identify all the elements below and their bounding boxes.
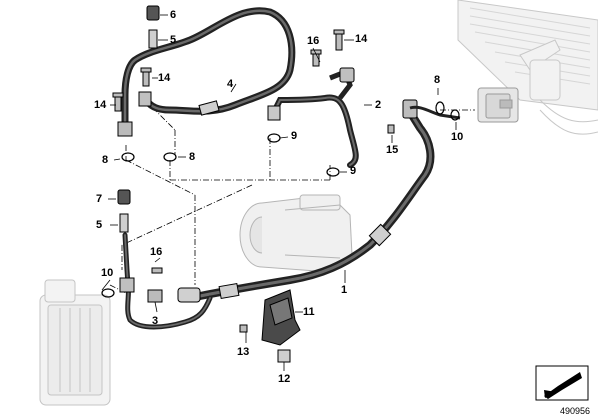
expansion-valve-ghost xyxy=(477,87,519,123)
callout-12: 12 xyxy=(278,373,291,385)
discharge-hose-upper xyxy=(117,7,296,137)
bracket xyxy=(261,289,301,363)
callout-8-mid: 8 xyxy=(189,151,196,163)
callout-7: 7 xyxy=(96,193,103,205)
callout-14-left: 14 xyxy=(94,99,107,111)
callout-5-top: 5 xyxy=(170,34,177,46)
callout-1: 1 xyxy=(341,284,348,296)
callout-10-right: 10 xyxy=(451,131,464,143)
callout-10-left: 10 xyxy=(101,267,114,279)
dash-dot-leaders xyxy=(109,99,475,296)
callout-4: 3 xyxy=(152,315,159,327)
o-rings xyxy=(101,101,460,298)
callout-16-lower: 16 xyxy=(150,246,163,258)
callout-6: 6 xyxy=(170,9,177,21)
condenser-ghost xyxy=(457,0,598,135)
liquid-line-lower xyxy=(119,232,213,330)
callout-9-upper: 9 xyxy=(291,130,298,142)
valve-caps xyxy=(117,5,160,233)
callout-3: 4 xyxy=(227,78,234,90)
callout-2: 2 xyxy=(375,99,382,111)
evaporator-housing-ghost xyxy=(39,279,111,406)
callout-16-top: 16 xyxy=(307,35,320,47)
callout-11: 11 xyxy=(303,306,315,318)
callout-5-lower: 5 xyxy=(96,219,103,231)
callout-15: 15 xyxy=(386,144,399,156)
callout-8-right: 8 xyxy=(434,74,441,86)
callout-14-upper-left: 14 xyxy=(158,72,171,84)
pressure-line-right xyxy=(267,67,359,168)
bolts xyxy=(112,29,395,333)
suction-line xyxy=(177,99,461,303)
callout-8-left: 8 xyxy=(102,154,109,166)
callout-leaders xyxy=(101,14,457,371)
view-direction-symbol xyxy=(535,365,589,401)
callout-9-lower: 9 xyxy=(350,165,357,177)
compressor-ghost xyxy=(239,194,353,273)
callout-13: 13 xyxy=(237,346,250,358)
diagram-number: 490956 xyxy=(559,406,590,416)
callout-14-top-right: 14 xyxy=(355,33,368,45)
